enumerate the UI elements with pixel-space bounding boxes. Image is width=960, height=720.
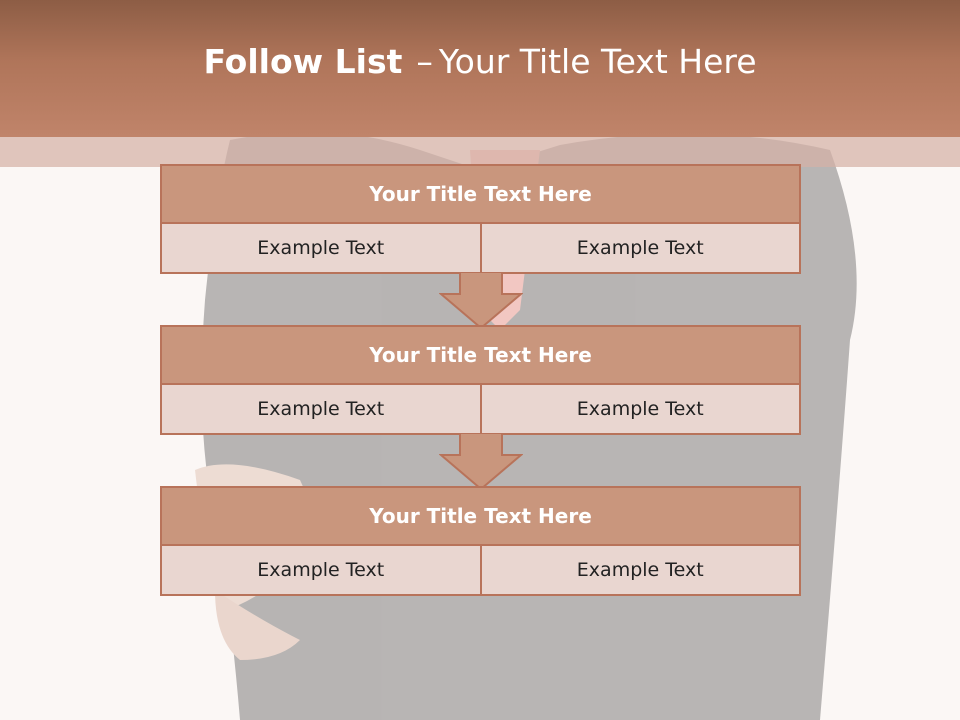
step-title: Your Title Text Here (162, 488, 799, 546)
header-banner: Follow List–Your Title Text Here (0, 0, 960, 137)
step-title: Your Title Text Here (162, 166, 799, 224)
header-band (0, 137, 960, 167)
step-row: Example Text Example Text (162, 546, 799, 594)
page-title: Follow List–Your Title Text Here (203, 42, 756, 81)
title-bold: Follow List (203, 42, 403, 81)
title-rest: Your Title Text Here (438, 42, 757, 81)
step-box-2: Your Title Text Here Example Text Exampl… (160, 325, 801, 435)
step-cell-left: Example Text (257, 559, 385, 581)
down-arrow-icon (439, 433, 523, 489)
step-box-1: Your Title Text Here Example Text Exampl… (160, 164, 801, 274)
step-row: Example Text Example Text (162, 224, 799, 272)
step-cell-left: Example Text (257, 398, 385, 420)
step-cell-right: Example Text (479, 385, 800, 433)
step-title: Your Title Text Here (162, 327, 799, 385)
step-cell-right: Example Text (479, 546, 800, 594)
title-dash: – (416, 42, 433, 81)
step-box-3: Your Title Text Here Example Text Exampl… (160, 486, 801, 596)
step-row: Example Text Example Text (162, 385, 799, 433)
step-cell-right: Example Text (479, 224, 800, 272)
step-cell-left: Example Text (257, 237, 385, 259)
down-arrow-icon (439, 272, 523, 328)
